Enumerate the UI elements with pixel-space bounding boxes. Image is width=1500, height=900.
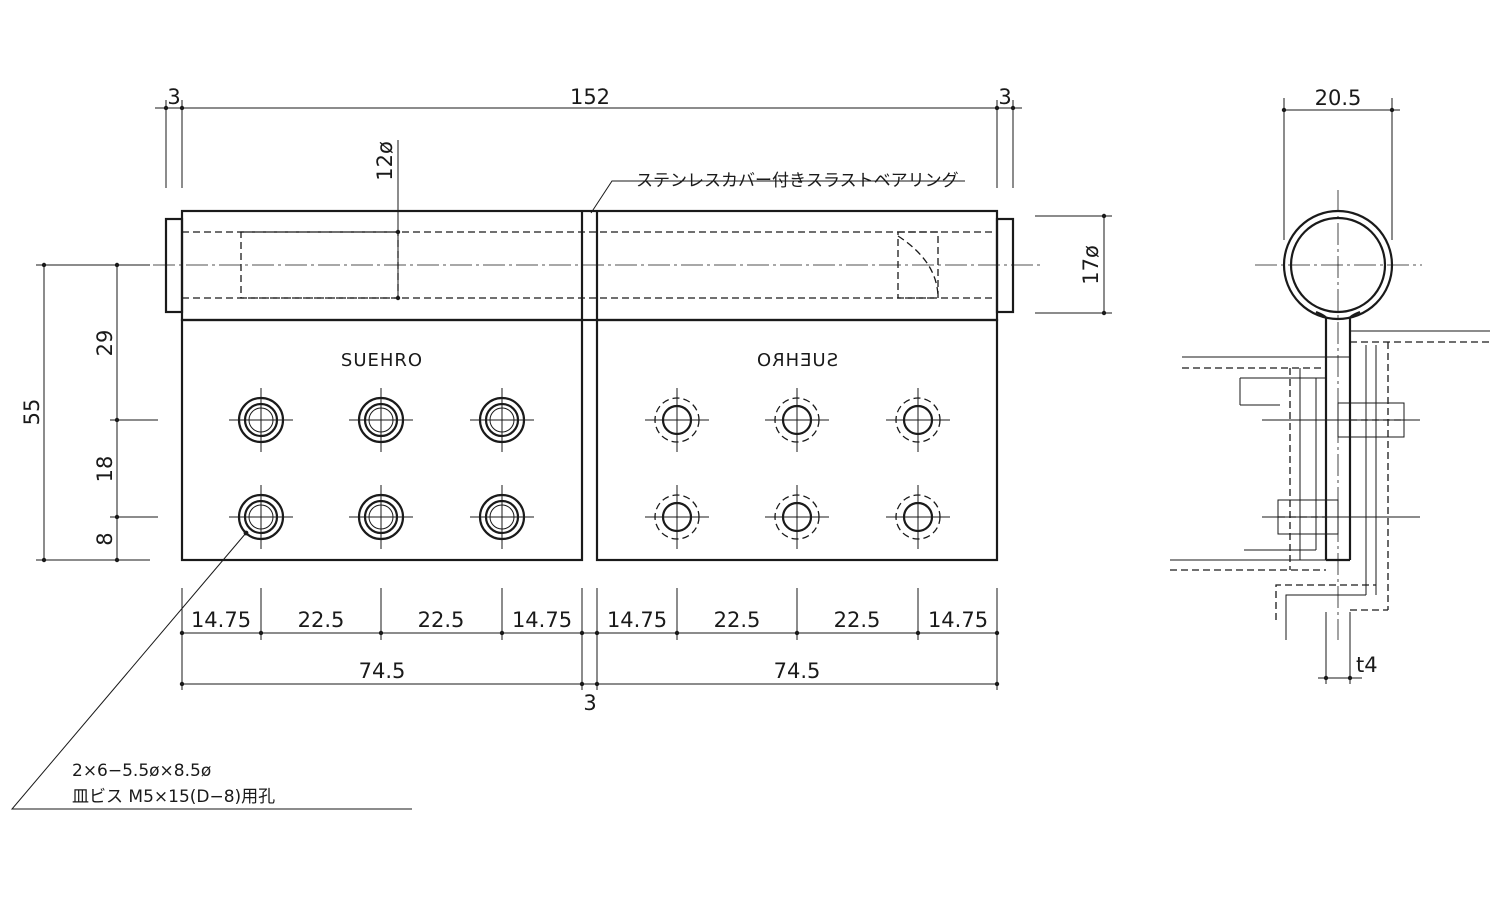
- dim-overall-length: 152: [570, 85, 610, 109]
- leaf-right: [595, 318, 999, 562]
- note-holes-line2: 皿ビス M5×15(D−8)用孔: [72, 787, 275, 807]
- dim-pitch: 14.75: [928, 608, 988, 632]
- leaf-left: [180, 318, 584, 562]
- brand-right-mirrored: SUEHRO: [756, 350, 838, 371]
- note-bearing: ステンレスカバー付きスラストベアリング: [636, 171, 959, 191]
- front-view: SUEHRO SUEHRO: [120, 209, 1040, 562]
- left-dimensions: 55 29 18 8: [20, 262, 158, 563]
- bearing-leader: [590, 180, 965, 214]
- side-view: 20.5: [1170, 86, 1490, 684]
- dim-leaf-width-right: 74.5: [774, 659, 821, 683]
- dim-pitch: 22.5: [834, 608, 881, 632]
- hole-leader: [10, 532, 412, 810]
- dim-18: 18: [93, 456, 117, 483]
- end-cap-left: [164, 217, 184, 314]
- barrel-diameter-dimension: 17ø: [1035, 213, 1112, 316]
- dim-end-right: 3: [998, 85, 1011, 109]
- note-holes-line1: 2×6−5.5ø×8.5ø: [72, 761, 211, 781]
- dim-side-width: 20.5: [1315, 86, 1362, 110]
- dim-barrel-diameter: 17ø: [1079, 245, 1103, 285]
- dim-pitch: 14.75: [607, 608, 667, 632]
- dim-pitch: 22.5: [418, 608, 465, 632]
- dim-pin-diameter: 12ø: [373, 141, 397, 181]
- dim-29: 29: [93, 330, 117, 357]
- dim-pitch: 22.5: [714, 608, 761, 632]
- hole-callout: 2×6−5.5ø×8.5ø 皿ビス M5×15(D−8)用孔: [10, 530, 412, 810]
- dim-end-left: 3: [167, 85, 180, 109]
- end-cap-right: [995, 217, 1015, 314]
- dim-8: 8: [93, 532, 117, 545]
- brand-left: SUEHRO: [341, 350, 423, 371]
- dim-pitch: 14.75: [512, 608, 572, 632]
- barrel-outline: [180, 209, 999, 322]
- dim-total-height: 55: [20, 399, 44, 426]
- top-dimensions: 3 152 3 12ø ステンレスカバー付きスラストベアリング: [155, 85, 1022, 301]
- dim-leaf-width-left: 74.5: [359, 659, 406, 683]
- screw-holes: [229, 388, 950, 549]
- drill-point-hidden: [897, 235, 939, 299]
- dim-thickness: t4: [1356, 653, 1378, 677]
- dim-leaf-gap: 3: [583, 691, 596, 715]
- dim-pitch: 14.75: [191, 608, 251, 632]
- dim-pitch: 22.5: [298, 608, 345, 632]
- bottom-dimensions: 14.75 22.5 22.5 14.75 14.75 22.5 22.5 14…: [179, 588, 1000, 715]
